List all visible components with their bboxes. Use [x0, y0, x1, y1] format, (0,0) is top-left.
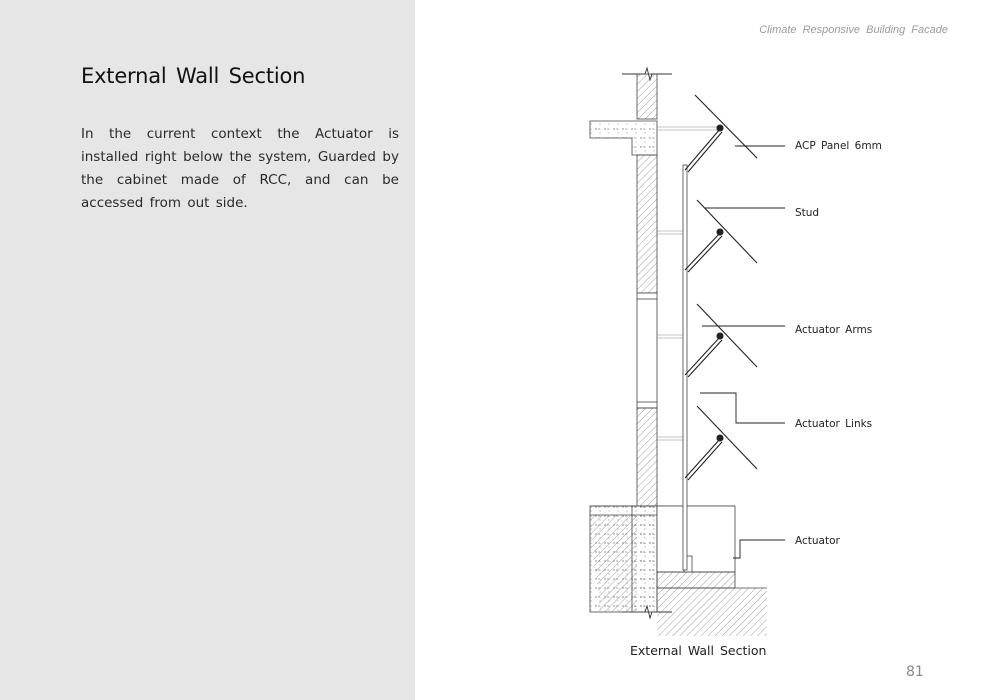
page-title: External Wall Section [81, 64, 306, 88]
slab-top [589, 120, 658, 156]
louver-3 [684, 303, 758, 378]
actuator-cabinet [656, 505, 767, 636]
louver-1 [684, 94, 758, 173]
callout-stud: Stud [795, 207, 820, 219]
left-panel: External Wall Section In the current con… [0, 0, 415, 700]
foundation [589, 505, 735, 613]
leader-lines [700, 145, 785, 559]
description-text: In the current context the Actuator is i… [81, 126, 399, 211]
callout-actuator-arms: Actuator Arms [795, 324, 873, 336]
louver-4 [684, 405, 758, 481]
callout-acp-panel: ACP Panel 6mm [795, 140, 882, 152]
wall-section-drawing [589, 66, 785, 636]
stud [682, 164, 688, 571]
callout-actuator: Actuator [795, 535, 840, 547]
header-caption: Climate Responsive Building Facade [759, 24, 948, 36]
page-number: 81 [906, 664, 924, 680]
callout-actuator-links: Actuator Links [795, 418, 873, 430]
wall-section [636, 73, 658, 507]
connection-rods [657, 126, 718, 441]
figure-caption: External Wall Section [630, 643, 767, 658]
louver-2 [684, 199, 758, 273]
